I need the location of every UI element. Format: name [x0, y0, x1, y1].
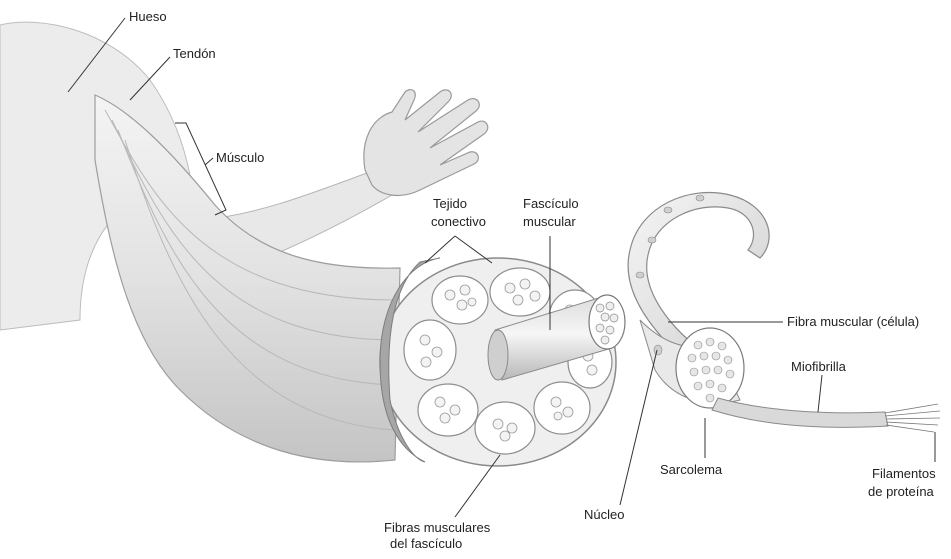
label-hueso: Hueso	[129, 9, 167, 25]
label-filamentos-2: de proteína	[868, 484, 934, 500]
label-fibra-muscular: Fibra muscular (célula)	[787, 314, 919, 330]
label-fasciculo-2: muscular	[523, 214, 576, 230]
label-musculo: Músculo	[216, 150, 264, 166]
myofibril-strand	[712, 398, 888, 427]
label-filamentos-1: Filamentos	[872, 466, 936, 482]
label-nucleo: Núcleo	[584, 507, 624, 523]
label-fibras-fasciculo-1: Fibras musculares	[384, 520, 490, 536]
label-fasciculo-1: Fascículo	[523, 196, 579, 212]
hand-shape	[364, 90, 488, 196]
label-tejido-1: Tejido	[433, 196, 467, 212]
label-miofibrilla: Miofibrilla	[791, 359, 846, 375]
label-tendon: Tendón	[173, 46, 216, 62]
protein-filaments	[885, 404, 940, 432]
label-sarcolema: Sarcolema	[660, 462, 722, 478]
label-fibras-fasciculo-2: del fascículo	[390, 536, 462, 552]
fascicle-cylinder-end	[488, 330, 508, 380]
label-tejido-2: conectivo	[431, 214, 486, 230]
